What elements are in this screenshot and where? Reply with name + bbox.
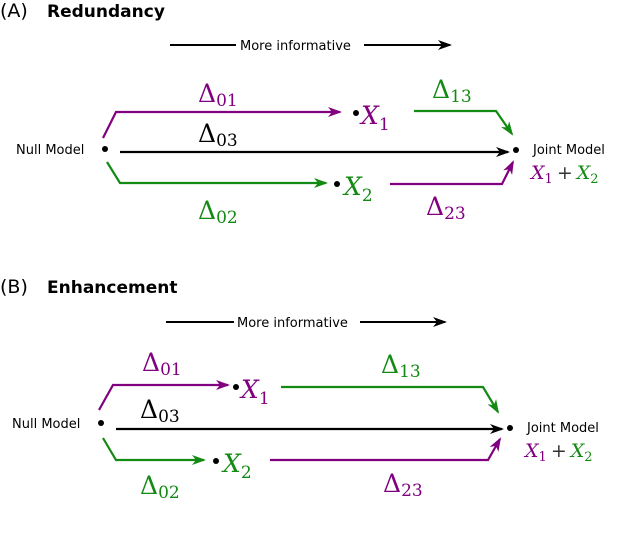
x1-label: X1 <box>239 375 270 409</box>
edge-null-to-x1 <box>102 107 342 139</box>
panel-title: Redundancy <box>47 2 165 22</box>
null-model-label: Null Model <box>12 417 80 432</box>
joint-model-formula: X1+X2 <box>529 162 599 187</box>
x2-label: X2 <box>221 449 252 483</box>
panel-letter: (A) <box>0 0 28 22</box>
axis-label: More informative <box>240 39 351 54</box>
delta-02-label: Δ02 <box>198 196 238 228</box>
edge-x2-to-joint <box>270 437 501 462</box>
x2-node <box>334 181 340 187</box>
null-model-label: Null Model <box>16 143 84 158</box>
edge-x1-to-joint <box>281 385 500 414</box>
edge-null-to-x1 <box>98 380 230 411</box>
delta-13-label: Δ13 <box>432 75 472 107</box>
x2-label: X2 <box>342 172 373 206</box>
delta-02-label: Δ02 <box>140 471 180 503</box>
x2-node <box>213 458 219 464</box>
joint-model-node <box>513 147 519 153</box>
delta-13-label: Δ13 <box>381 350 421 382</box>
edge-x1-to-joint <box>414 109 514 136</box>
edge-null-to-x2 <box>106 161 328 188</box>
delta-01-label: Δ01 <box>198 79 238 111</box>
panel-a: (A) Redundancy More informative Null Mod… <box>0 0 605 228</box>
x1-node <box>233 384 239 390</box>
null-model-node <box>98 420 104 426</box>
delta-03-label: Δ03 <box>198 119 238 151</box>
joint-model-label: Joint Model <box>532 143 605 158</box>
joint-model-node <box>507 425 513 431</box>
edge-x2-to-joint <box>390 160 514 186</box>
delta-03-label: Δ03 <box>140 395 180 427</box>
x1-node <box>353 110 359 116</box>
delta-23-label: Δ23 <box>426 192 466 224</box>
delta-01-label: Δ01 <box>142 348 182 380</box>
joint-model-label: Joint Model <box>526 421 599 436</box>
x1-label: X1 <box>359 101 390 135</box>
null-model-node <box>102 146 108 152</box>
panel-title: Enhancement <box>47 278 177 298</box>
panel-letter: (B) <box>0 276 28 298</box>
delta-23-label: Δ23 <box>383 469 423 501</box>
panel-b: (B) Enhancement More informative Null Mo… <box>0 276 599 503</box>
edge-null-to-x2 <box>102 437 206 465</box>
axis-label: More informative <box>237 316 348 331</box>
joint-model-formula: X1+X2 <box>523 440 593 465</box>
